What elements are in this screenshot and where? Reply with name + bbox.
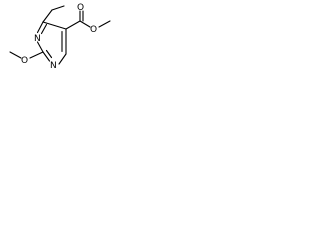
molecule-structure: N N O O O [9, 3, 111, 71]
bond-ethyl-ch2-ch3 [51, 5, 65, 11]
bond-o-methoxy-ch3 [9, 51, 22, 59]
bond-n3-c2 [36, 41, 44, 53]
atom-labels: N N O O O [21, 3, 97, 71]
atom-ring-n-bottom: N [50, 61, 57, 71]
atom-methoxy-o: O [21, 56, 28, 66]
atom-ester-o-single: O [90, 25, 97, 35]
atom-ring-n-top: N [34, 34, 41, 44]
atom-ester-o-double: O [77, 3, 84, 13]
bond-c2-o-methoxy [29, 51, 44, 59]
bond-c4-ethyl-ch2 [42, 9, 53, 23]
bond-c5-carbonyl [65, 20, 81, 30]
bond-c4-n3-inner [40, 23, 48, 35]
bond-carbonyl-o-single [79, 20, 91, 28]
bond-c2-n1-inner [45, 49, 53, 59]
bond-c2-n1 [42, 51, 51, 62]
bond-o-methyl [98, 20, 111, 28]
structure-canvas: N N O O O [0, 0, 122, 78]
bond-n1-c6 [58, 53, 67, 65]
bond-c5-c4 [42, 21, 67, 30]
bonds [9, 5, 111, 65]
bond-c4-n3 [36, 21, 44, 34]
